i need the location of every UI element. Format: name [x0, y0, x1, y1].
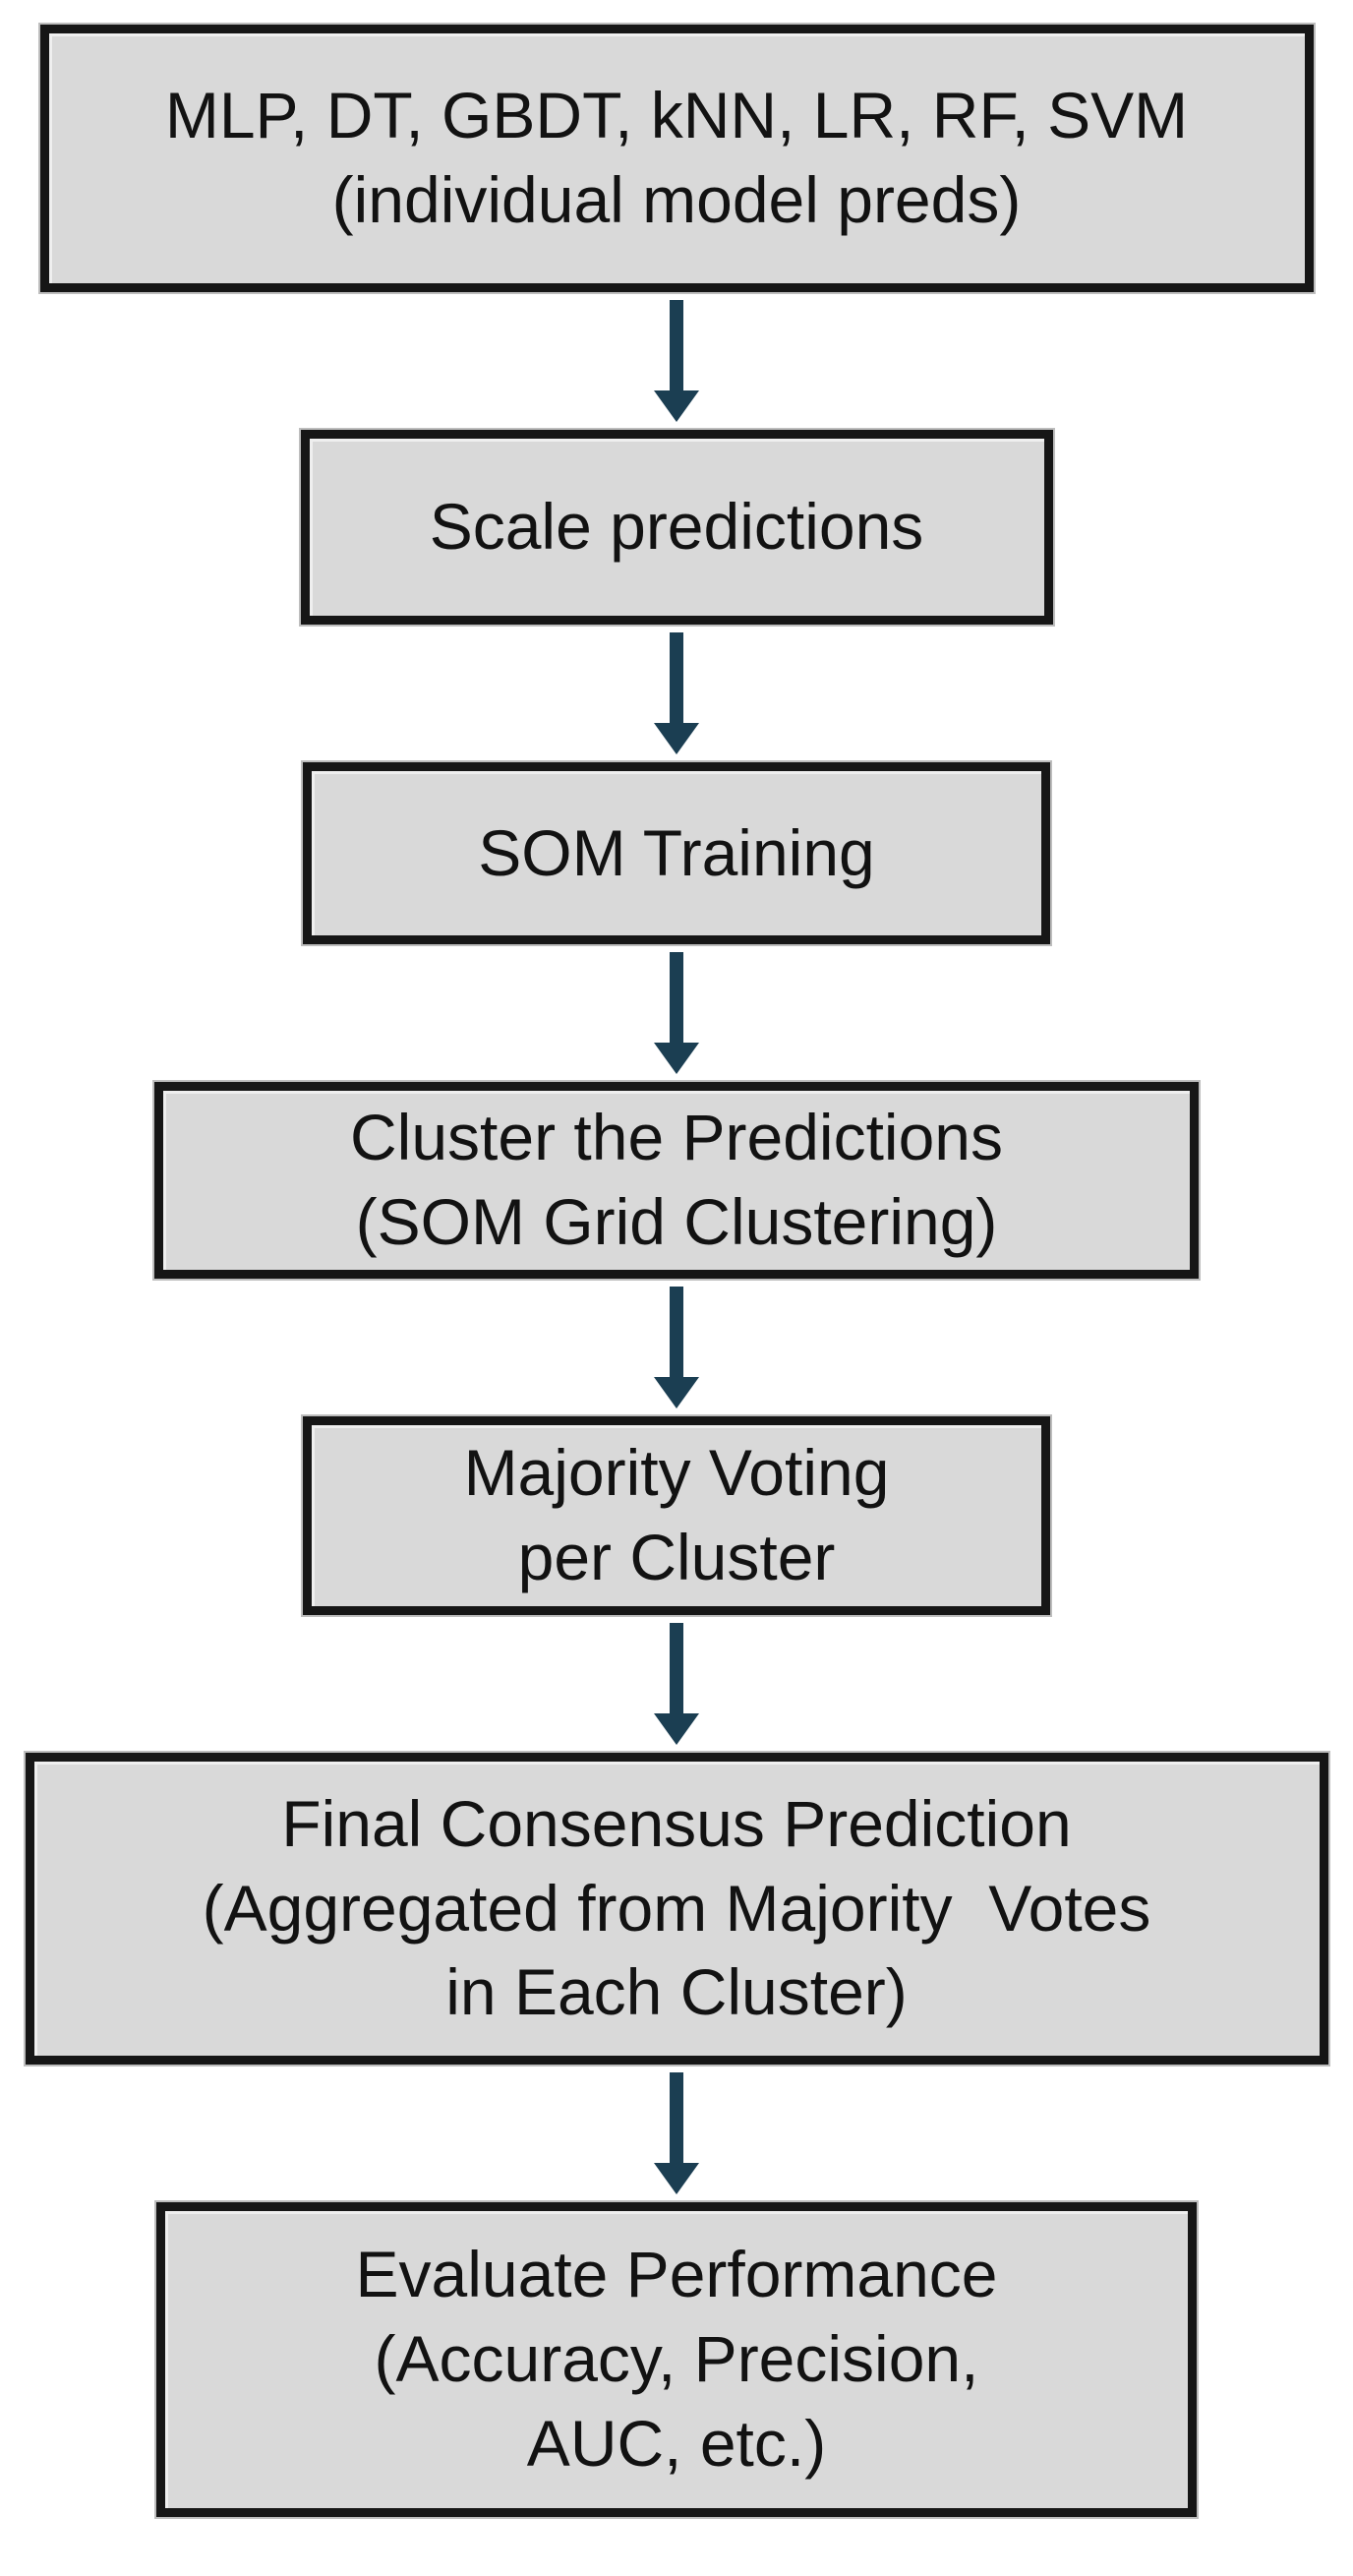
step-label-line: SOM Training	[478, 815, 875, 889]
down-arrow-icon	[654, 1287, 699, 1408]
step-label-line: MLP, DT, GBDT, kNN, LR, RF, SVM	[164, 79, 1189, 152]
step-label-line: (Accuracy, Precision,	[374, 2322, 979, 2396]
step-label-line: Majority Voting	[463, 1436, 890, 1510]
flow-step-cluster-predictions: Cluster the Predictions (SOM Grid Cluste…	[154, 1082, 1199, 1279]
flow-step-majority-voting: Majority Voting per Cluster	[303, 1416, 1050, 1615]
flow-step-individual-model-predictions: MLP, DT, GBDT, kNN, LR, RF, SVM (individ…	[39, 25, 1314, 292]
down-arrow-icon	[654, 632, 699, 754]
arrow-connector	[651, 2065, 702, 2202]
step-label-line: (Aggregated from Majority Votes	[202, 1871, 1151, 1945]
flow-step-scale-predictions: Scale predictions	[300, 430, 1053, 625]
step-label-line: in Each Cluster)	[445, 1955, 908, 2029]
step-label-line: Cluster the Predictions	[350, 1101, 1003, 1174]
step-label-line: per Cluster	[517, 1521, 836, 1593]
step-label-line: (individual model preds)	[331, 163, 1022, 236]
flow-step-evaluate-performance: Evaluate Performance (Accuracy, Precisio…	[156, 2202, 1197, 2517]
down-arrow-icon	[654, 2072, 699, 2194]
flow-step-som-training: SOM Training	[303, 762, 1050, 944]
step-label-line: AUC, etc.)	[526, 2406, 827, 2480]
arrow-connector	[651, 1615, 702, 1753]
step-label-line: Final Consensus Prediction	[281, 1786, 1072, 1860]
arrow-connector	[651, 292, 702, 430]
down-arrow-icon	[654, 300, 699, 422]
step-label-line: Evaluate Performance	[355, 2238, 998, 2311]
arrow-connector	[651, 944, 702, 1082]
arrow-connector	[651, 1279, 702, 1416]
step-label-line: (SOM Grid Clustering)	[355, 1185, 998, 1258]
down-arrow-icon	[654, 952, 699, 1074]
down-arrow-icon	[654, 1623, 699, 1745]
flow-step-final-consensus-prediction: Final Consensus Prediction (Aggregated f…	[25, 1753, 1328, 2065]
arrow-connector	[651, 625, 702, 762]
step-label-line: Scale predictions	[429, 490, 924, 564]
